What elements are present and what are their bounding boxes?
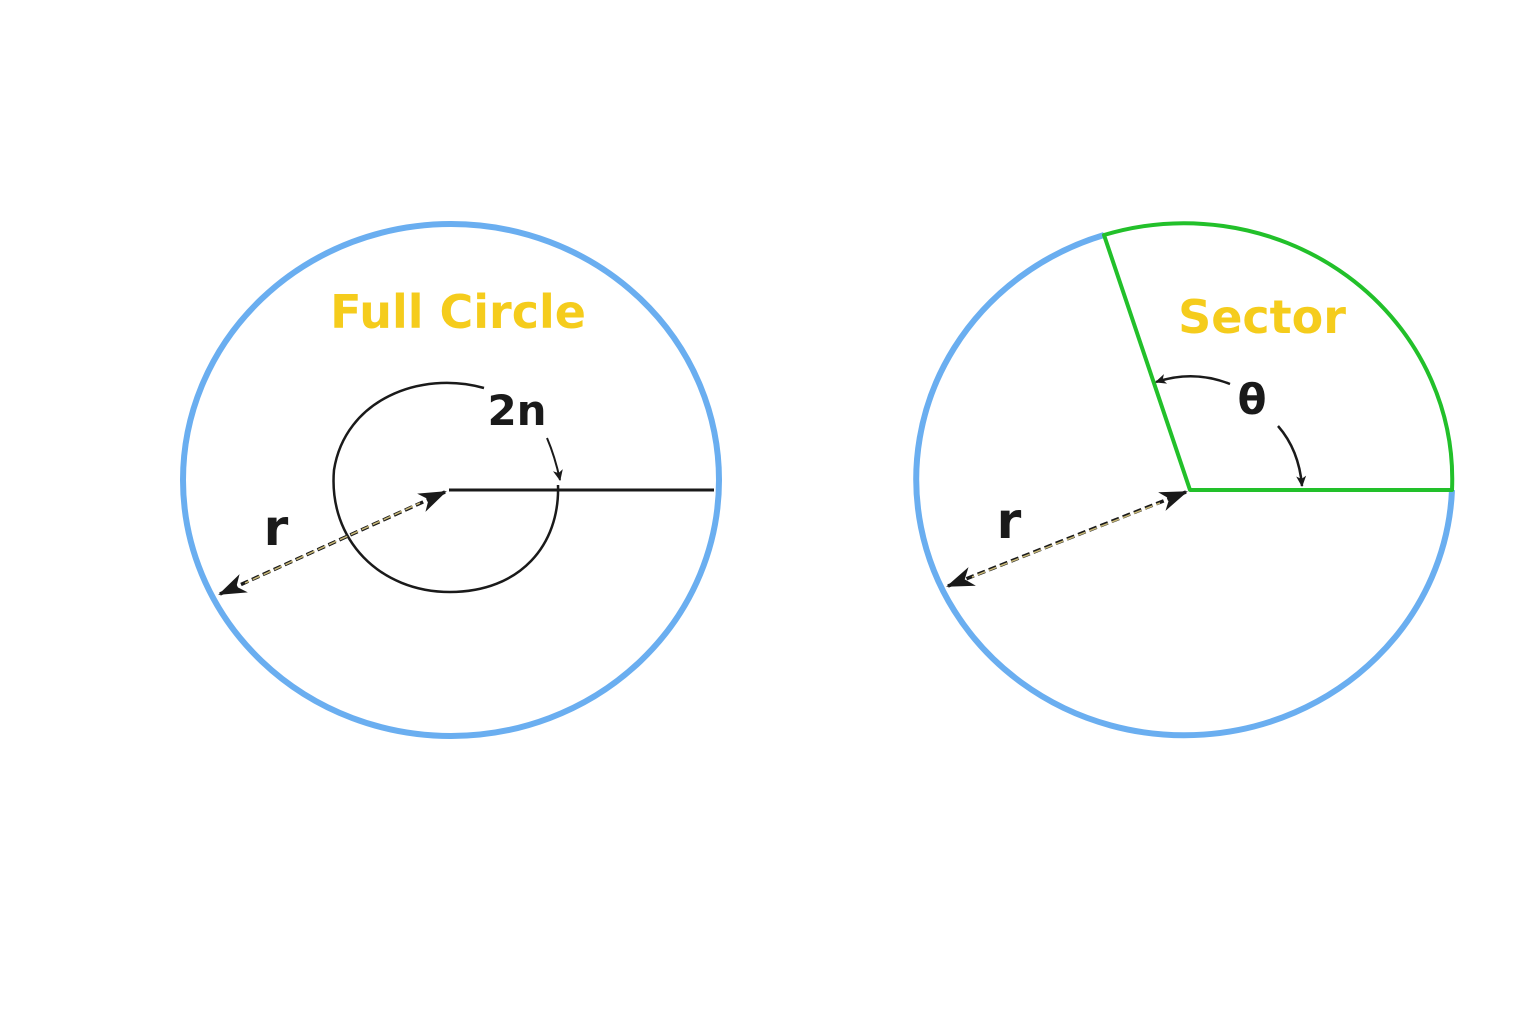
sector-angle-arrow-lower [1277, 425, 1307, 487]
sector-circle-outline [913, 232, 1455, 739]
sector-radius-dash-highlight [971, 502, 1161, 578]
full-radius-dash-highlight [244, 502, 421, 584]
sector-title: Sector [1178, 290, 1346, 344]
sector-angle-label: θ [1238, 375, 1267, 424]
full-circle-outline [180, 221, 722, 739]
sector-outline [1102, 221, 1455, 492]
full-angle-arrow [546, 437, 563, 481]
sector-angle-arrow-upper [1155, 374, 1231, 386]
full-circle-title: Full Circle [330, 285, 586, 339]
sector-radius-label: r [997, 492, 1022, 550]
full-radius-label: r [264, 499, 289, 557]
full-angle-label: 2n [487, 386, 546, 435]
sector-figure: Sector θ r [913, 221, 1455, 739]
full-circle-figure: Full Circle 2n r [180, 221, 722, 739]
